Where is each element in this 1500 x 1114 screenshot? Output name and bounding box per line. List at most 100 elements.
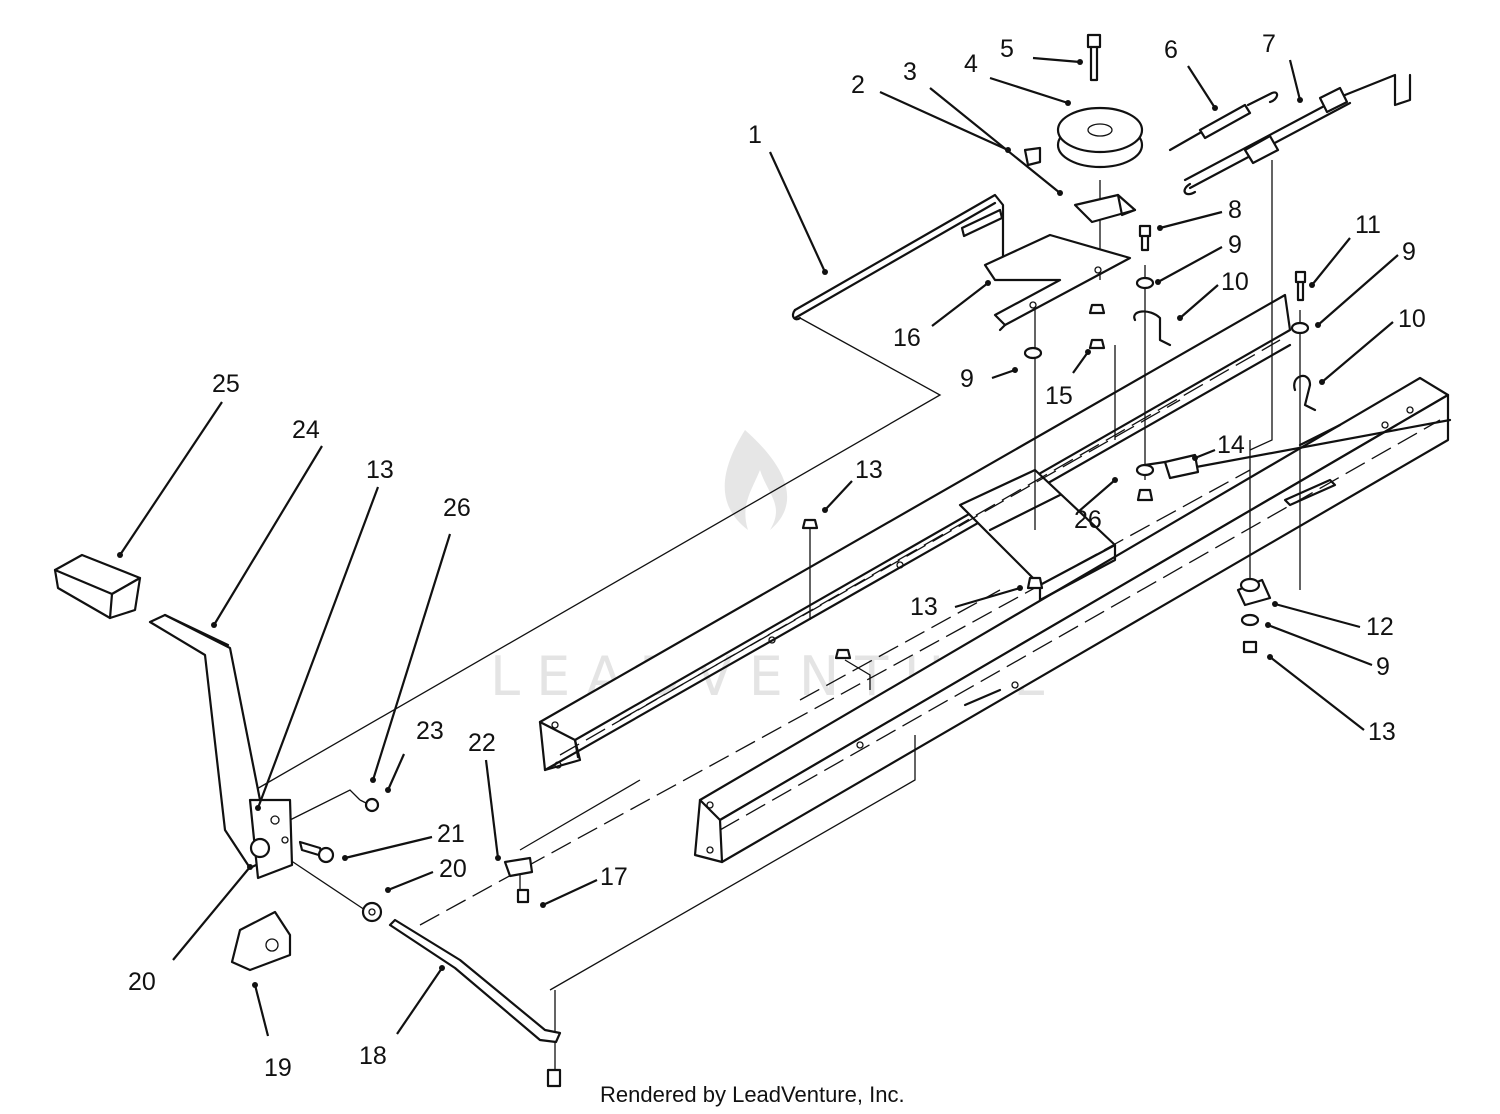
part-5-bolt [1086, 33, 1102, 82]
hardware-washers-nuts [801, 270, 1310, 660]
leader-line-c-22 [484, 759, 500, 859]
part-19-bracket [230, 910, 292, 972]
leader-dot-c-20a [385, 887, 391, 893]
leader-dot-c-21 [342, 855, 348, 861]
callout-7: 7 [1262, 30, 1276, 58]
callout-2: 2 [851, 71, 865, 99]
leader-line-c-21 [344, 835, 433, 860]
part-20-washer [361, 901, 383, 923]
leader-line-c-9a [1157, 246, 1223, 283]
leader-dot-c-20b [247, 864, 253, 870]
leader-dot-c-13d [255, 805, 261, 811]
callout-8: 8 [1228, 196, 1242, 224]
part-23-clip [364, 797, 380, 813]
leader-dot-c-15 [1085, 349, 1091, 355]
leader-line-c-9c [991, 368, 1016, 380]
leader-dot-c-19 [252, 982, 258, 988]
callout-13: 13 [910, 593, 938, 621]
leader-line-c-20b [172, 866, 251, 961]
leader-line-c-10b [1321, 321, 1394, 383]
bottom-bolt [546, 1068, 562, 1088]
leader-line-c-7 [1288, 59, 1302, 101]
leader-line-c-18 [396, 967, 443, 1035]
leader-dot-c-10b [1319, 379, 1325, 385]
leader-dot-c-23 [385, 787, 391, 793]
leader-line-c-13b [954, 586, 1021, 609]
callout-13: 13 [366, 456, 394, 484]
part-2-bolt [1023, 146, 1042, 167]
leader-line-c-25 [119, 401, 223, 556]
part-12-bushing [1236, 577, 1272, 607]
leader-dot-c-13b [1017, 585, 1023, 591]
callout-21: 21 [437, 820, 465, 848]
callout-6: 6 [1164, 36, 1178, 64]
leader-line-c-2 [879, 90, 1009, 152]
part-3-bracket [1073, 193, 1137, 224]
leader-dot-c-25 [117, 552, 123, 558]
callout-18: 18 [359, 1042, 387, 1070]
leader-line-c-5 [1032, 56, 1081, 64]
leader-dot-c-10a [1177, 315, 1183, 321]
leader-dot-c-9d [1265, 622, 1271, 628]
leader-line-c-23 [386, 753, 406, 791]
callout-11: 11 [1355, 211, 1381, 239]
leader-dot-c-9b [1315, 322, 1321, 328]
leader-dot-c-5 [1077, 59, 1083, 65]
right-frame-rail [693, 376, 1452, 864]
leader-dot-c-14 [1192, 455, 1198, 461]
callout-23: 23 [416, 717, 444, 745]
part-10-hooks [1133, 310, 1317, 412]
leader-line-c-13c [1269, 656, 1365, 731]
part-17-bolt [516, 888, 530, 904]
leader-dot-c-3 [1057, 190, 1063, 196]
leader-dot-c-7 [1297, 97, 1303, 103]
left-frame-rail [538, 293, 1292, 772]
watermark-flame-icon [724, 430, 788, 530]
leader-line-c-1 [769, 151, 826, 273]
leader-line-c-20a [387, 870, 434, 892]
leader-line-c-26b [371, 533, 452, 781]
callout-25: 25 [212, 370, 240, 398]
leader-line-c-9d [1267, 623, 1373, 667]
callout-22: 22 [468, 729, 496, 757]
leader-dot-c-1 [822, 269, 828, 275]
leader-line-c-9b [1317, 254, 1399, 326]
leader-dot-c-11 [1309, 282, 1315, 288]
leader-dot-c-12 [1272, 601, 1278, 607]
callout-10: 10 [1221, 268, 1249, 296]
part-6-spring [1168, 91, 1279, 152]
leader-line-c-16 [931, 282, 989, 327]
callout-12: 12 [1366, 613, 1394, 641]
leader-dot-c-16 [985, 280, 991, 286]
callout-9: 9 [1402, 238, 1416, 266]
leader-line-c-19 [253, 984, 270, 1037]
callout-5: 5 [1000, 35, 1014, 63]
part-8-bolt [1138, 224, 1152, 252]
callout-9: 9 [1228, 231, 1242, 259]
leader-dot-c-8 [1157, 225, 1163, 231]
leader-line-c-4 [989, 76, 1069, 105]
callout-24: 24 [292, 416, 320, 444]
part-22-clip [503, 856, 534, 878]
leader-line-c-13a [824, 480, 853, 511]
callout-10: 10 [1398, 305, 1426, 333]
leader-dot-c-9c [1012, 367, 1018, 373]
leader-dot-c-4 [1065, 100, 1071, 106]
leader-line-c-3 [929, 87, 1061, 194]
leader-line-c-11 [1311, 237, 1351, 286]
callout-17: 17 [600, 863, 628, 891]
leader-dot-c-18 [439, 965, 445, 971]
part-7-spring [1183, 73, 1412, 196]
callout-19: 19 [264, 1054, 292, 1082]
leader-dot-c-17 [540, 902, 546, 908]
leader-line-c-14 [1194, 448, 1216, 460]
leader-dot-c-26b [370, 777, 376, 783]
callout-3: 3 [903, 58, 917, 86]
callout-20: 20 [439, 855, 467, 883]
callout-labels: 1 2 3 4 5 6 7 8 9 10 11 9 10 16 9 15 14 … [128, 30, 1426, 1082]
leader-lines [117, 56, 1399, 1037]
pedal-bracket [248, 798, 294, 880]
leader-line-c-24 [213, 445, 323, 626]
leader-dot-c-6 [1212, 105, 1218, 111]
